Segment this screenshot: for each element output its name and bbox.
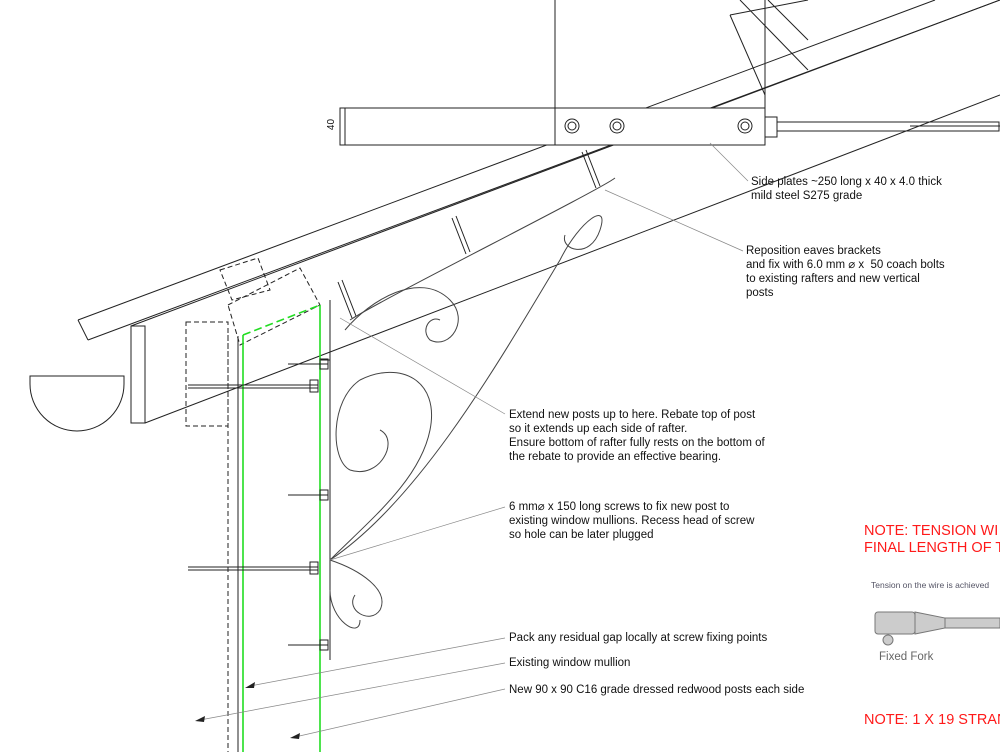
upper-post <box>554 0 809 108</box>
note-tension-line2: FINAL LENGTH OF T <box>864 540 1000 556</box>
tension-caption: Tension on the wire is achieved <box>871 580 990 590</box>
note-new-posts: New 90 x 90 C16 grade dressed redwood po… <box>509 684 805 696</box>
note-pack-gap: Pack any residual gap locally at screw f… <box>509 632 768 644</box>
note-extend-posts: Extend new posts up to here. Rebate top … <box>509 409 765 463</box>
note-screws: 6 mm⌀ x 150 long screws to fix new post … <box>509 501 755 541</box>
rafter <box>130 0 1000 424</box>
leader-lines <box>199 142 749 738</box>
coach-bolts <box>337 149 601 319</box>
note-window-mullion: Existing window mullion <box>509 657 631 669</box>
screws <box>188 358 329 651</box>
note-side-plates: Side plates ~250 long x 40 x 4.0 thick m… <box>751 176 942 202</box>
gutter <box>29 375 125 432</box>
tension-wire <box>764 116 1000 138</box>
arrowheads <box>195 682 300 739</box>
note-strand: NOTE: 1 X 19 STRAN <box>864 712 1000 728</box>
side-plate <box>339 107 766 146</box>
dimension-label: 40 <box>326 118 338 131</box>
note-reposition-brackets: Reposition eaves brackets and fix with 6… <box>746 245 945 299</box>
new-post <box>242 304 321 752</box>
note-tension-line1: NOTE: TENSION WI <box>864 523 999 539</box>
fascia-board <box>130 325 146 424</box>
fixed-fork-label: Fixed Fork <box>879 651 934 663</box>
eaves-bracket <box>329 177 616 629</box>
bolt-icon <box>564 118 753 134</box>
fixed-fork-image <box>874 611 1000 646</box>
rebate-outline <box>185 257 321 752</box>
